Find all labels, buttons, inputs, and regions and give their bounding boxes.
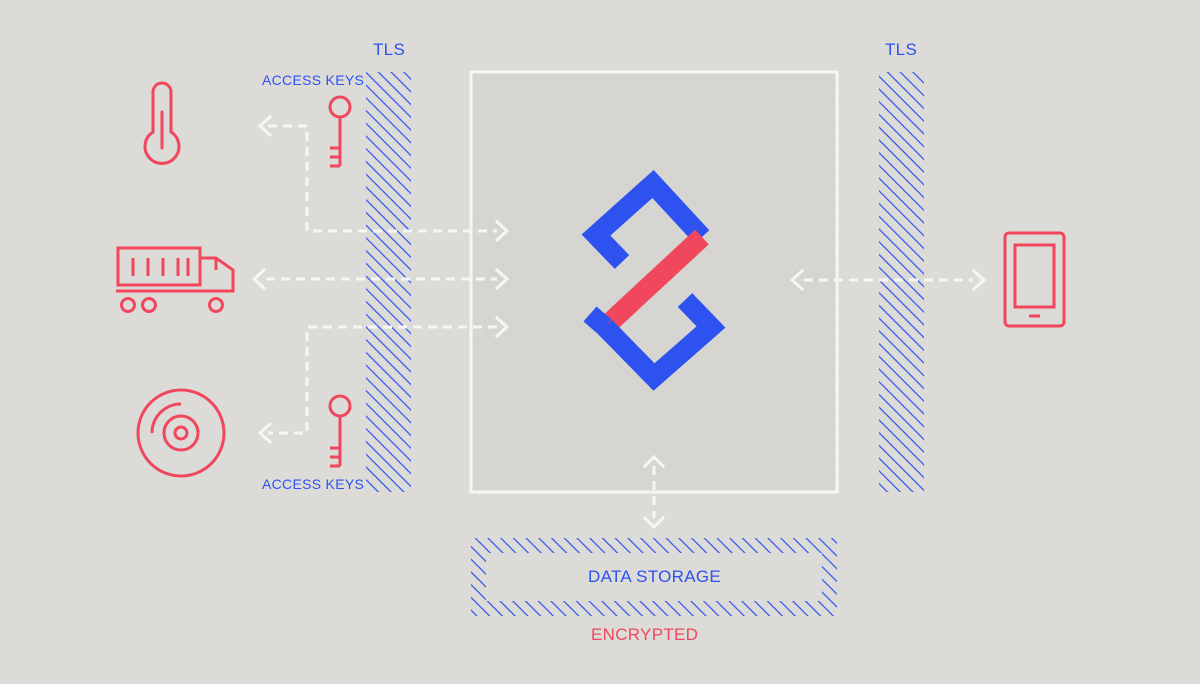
tls-label-right: TLS	[885, 40, 918, 59]
server-box	[469, 70, 839, 494]
tablet-icon	[1003, 231, 1066, 328]
s-logo-icon	[581, 169, 726, 391]
key-icon	[328, 394, 352, 468]
truck-icon	[116, 246, 235, 313]
key-icon	[328, 95, 352, 168]
tls-label-left: TLS	[373, 40, 406, 59]
access-keys-label-top: ACCESS KEYS	[262, 72, 365, 88]
data-storage-label: DATA STORAGE	[588, 567, 722, 586]
encrypted-label: ENCRYPTED	[591, 625, 699, 644]
arrow-heads	[251, 114, 987, 530]
connectors	[266, 124, 973, 518]
connector-thermometer	[268, 124, 497, 233]
tls-bar-right	[879, 72, 924, 492]
connector-disc	[268, 325, 497, 435]
thermometer-icon	[143, 81, 181, 165]
tls-bar-left	[366, 72, 411, 492]
access-keys-label-bottom: ACCESS KEYS	[262, 476, 365, 492]
disc-icon	[136, 388, 226, 478]
data-storage-box	[471, 538, 837, 616]
